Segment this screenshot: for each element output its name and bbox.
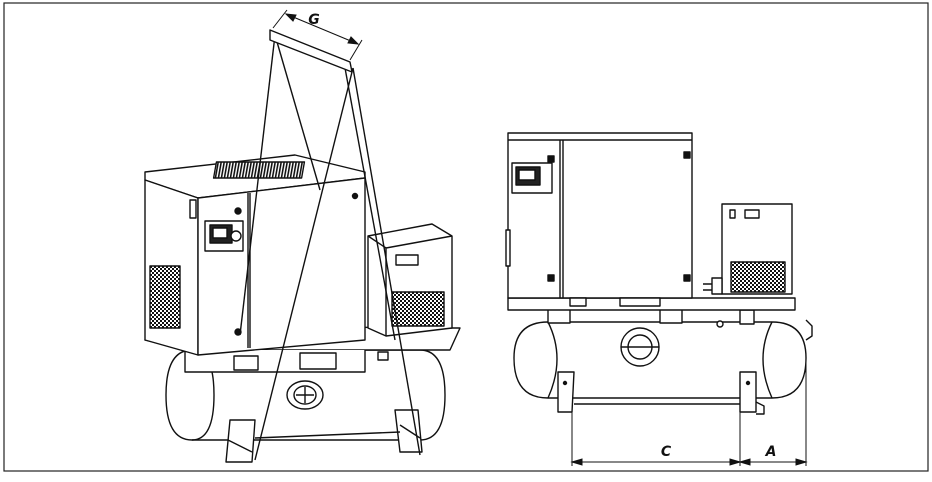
right-refrigerated-dryer xyxy=(703,203,793,295)
right-view-compressor-elevation xyxy=(505,132,813,415)
right-compressor-housing xyxy=(505,132,693,307)
dimensions-c-a xyxy=(570,360,808,466)
dimension-label-g: G xyxy=(308,12,320,28)
lifting-beam xyxy=(269,29,353,73)
left-refrigerated-dryer xyxy=(367,223,453,337)
drawing-border xyxy=(3,2,929,472)
dimension-label-c: C xyxy=(661,444,672,460)
dimension-label-a: A xyxy=(765,444,777,460)
lifting-slings xyxy=(239,34,421,461)
left-compressor-housing xyxy=(144,154,366,356)
right-air-receiver-tank xyxy=(513,304,813,415)
left-view-compressor-lifting xyxy=(144,29,461,463)
dimension-g xyxy=(272,9,363,61)
